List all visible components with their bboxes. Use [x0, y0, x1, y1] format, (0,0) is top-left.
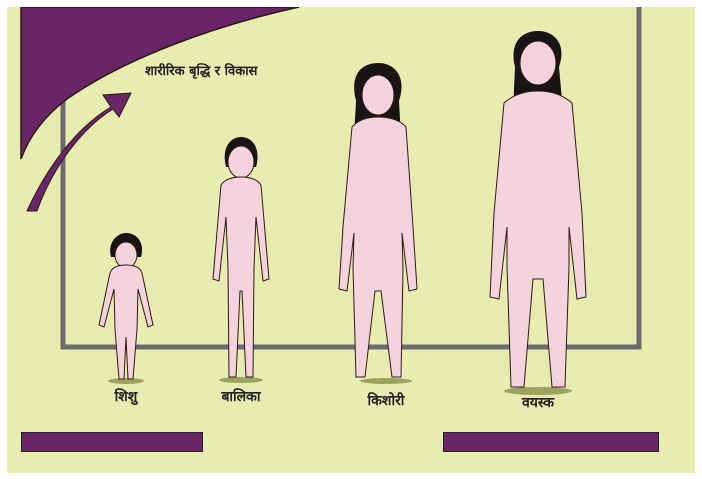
ground-shadow	[108, 378, 144, 384]
page-title: शारीरिक बृद्धि र विकास	[145, 61, 257, 79]
adult-figure	[490, 31, 586, 387]
girl-figure	[213, 137, 269, 377]
adolescent-figure	[339, 63, 417, 377]
accent-bar-left	[21, 432, 203, 452]
accent-bar-right	[443, 432, 659, 452]
stage-label-adult: वयस्क	[522, 393, 554, 412]
stage-label-girl: बालिका	[221, 387, 260, 406]
infant-figure	[99, 233, 153, 379]
ground-shadow	[219, 377, 263, 383]
growth-illustration	[7, 7, 695, 473]
ground-shadow	[360, 378, 412, 384]
stage-label-adolescent: किशोरी	[368, 391, 405, 410]
stage-label-infant: शिशु	[115, 387, 138, 406]
illustration-panel: शारीरिक बृद्धि र विकास शिशु बालिका किशोर…	[7, 7, 695, 473]
